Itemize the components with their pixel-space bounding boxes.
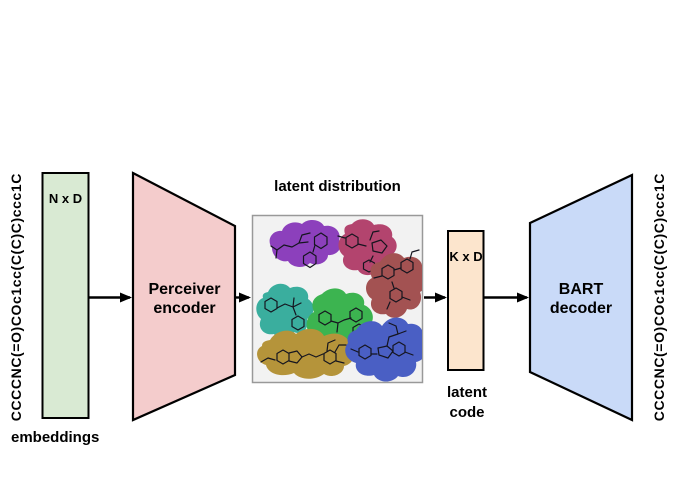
perceiver-encoder-label: Perceiver encoder — [148, 281, 221, 317]
input-smiles-text: CCCCNC(=O)COc1cc(C(C)C)ccc1C — [8, 173, 24, 422]
latent-code-matrix — [447, 230, 485, 371]
molecule-icon — [350, 322, 414, 360]
latent-cluster-blue — [345, 317, 422, 382]
molecule-icon — [337, 230, 388, 273]
output-smiles-text: CCCCNC(=O)COc1cc(C(C)C)ccc1C — [651, 173, 667, 422]
latent-code-caption: latent code — [446, 384, 487, 421]
latent-clusters — [256, 219, 422, 382]
molecule-icon — [260, 339, 347, 365]
latent-distribution-box-border — [251, 214, 424, 384]
latent-cluster-maroon — [366, 249, 422, 318]
embeddings-caption: embeddings — [11, 429, 100, 446]
bart-decoder-label: BART decoder — [549, 281, 613, 317]
latent-cluster-purple — [269, 220, 341, 269]
latent-cluster-teal — [256, 283, 314, 340]
perceiver-encoder-shape — [131, 171, 237, 422]
latent-code-dim-label: K x D — [449, 249, 483, 264]
molecule-icon — [264, 297, 305, 331]
embeddings-dim-label: N x D — [48, 191, 83, 206]
molecule-icon — [270, 232, 328, 269]
bart-decoder-shape — [528, 173, 634, 422]
embeddings-matrix — [41, 172, 90, 419]
latent-distribution-title: latent distribution — [274, 178, 401, 195]
latent-cluster-gold — [257, 328, 355, 379]
molecule-icon — [373, 249, 420, 310]
